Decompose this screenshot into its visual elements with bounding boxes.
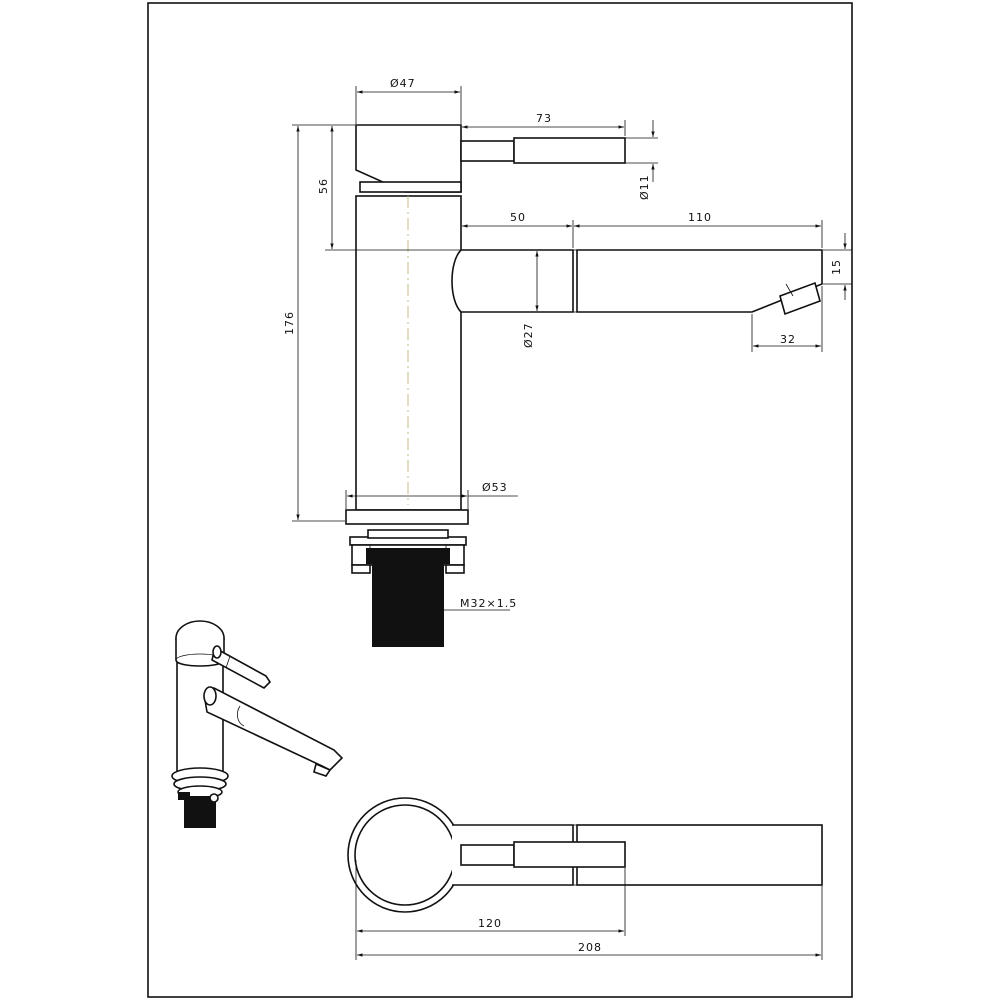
- isometric-view: [171, 620, 344, 828]
- drawing-frame: [147, 2, 853, 998]
- threaded-stem: [372, 562, 444, 647]
- side-elevation-view: [345, 124, 823, 647]
- dim-label-d47: Ø47: [390, 77, 416, 90]
- lever-grip: [513, 137, 626, 164]
- lever-stem: [460, 140, 515, 162]
- dimension-lines: [292, 86, 852, 611]
- dim-label-thread: M32×1.5: [460, 597, 517, 610]
- cap-ring: [359, 181, 462, 193]
- dim-label-d176: 176: [283, 311, 296, 335]
- dim-label-d50: 50: [510, 211, 526, 224]
- spout-inner: [451, 249, 574, 313]
- dim-label-d110: 110: [688, 211, 712, 224]
- dim-label-d32: 32: [780, 333, 796, 346]
- dim-label-d11: Ø11: [638, 174, 651, 200]
- dim-label-d15: 15: [830, 259, 843, 275]
- dim-label-d208: 208: [578, 941, 602, 954]
- dim-label-d120: 120: [478, 917, 502, 930]
- dim-label-d73: 73: [536, 112, 552, 125]
- aerator: [779, 281, 821, 316]
- top-view: [347, 797, 823, 913]
- base-ring: [345, 509, 469, 525]
- dim-label-d56: 56: [317, 178, 330, 194]
- top-view-dimensions: [355, 860, 823, 960]
- dim-label-d53: Ø53: [482, 481, 508, 494]
- dim-label-d27: Ø27: [522, 322, 535, 348]
